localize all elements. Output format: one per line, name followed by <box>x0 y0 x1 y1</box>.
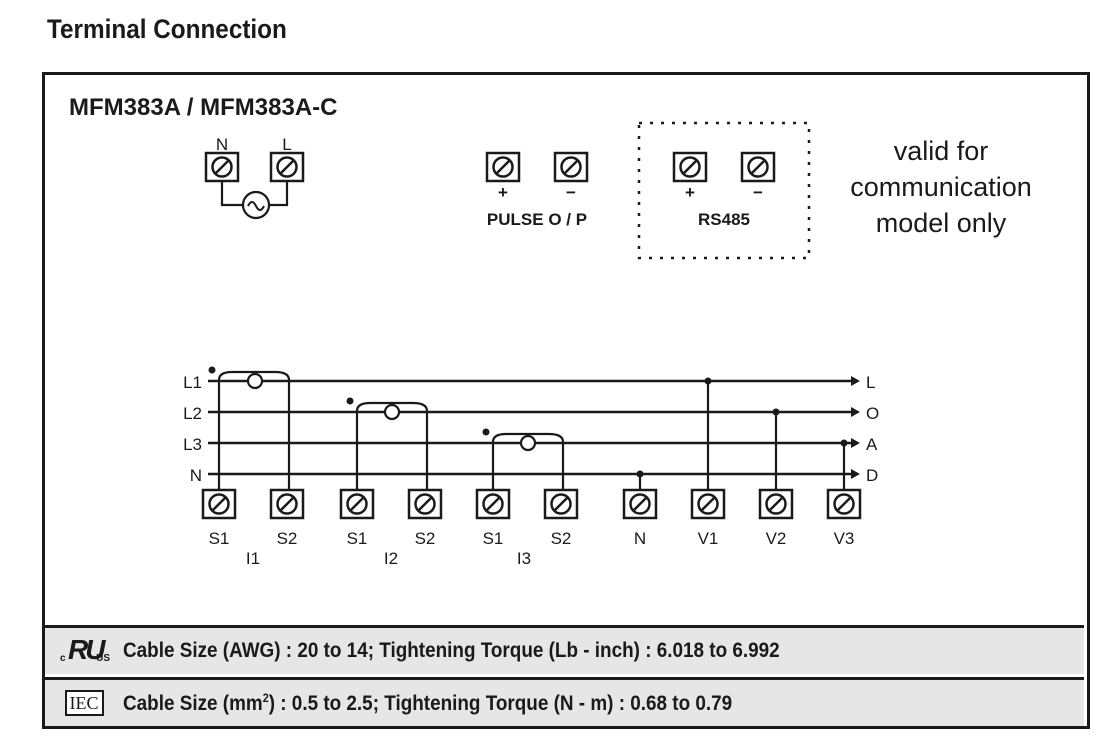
page-title: Terminal Connection <box>47 14 287 44</box>
terminal-label: S2 <box>415 529 436 548</box>
supply-n-terminal <box>204 151 240 183</box>
current-transformer-i3 <box>491 432 565 489</box>
note-line-1: valid for <box>894 136 989 166</box>
supply-n-label: N <box>216 135 228 154</box>
polarity-dot-i3 <box>482 428 490 436</box>
terminal-i3-s1 <box>475 488 511 520</box>
load-d-label: D <box>866 466 878 485</box>
terminal-label: S2 <box>551 529 572 548</box>
junction-dots <box>636 377 848 478</box>
pulse-plus-terminal <box>485 151 521 183</box>
polarity-dot-i2 <box>346 397 354 405</box>
terminal-label: S1 <box>209 529 230 548</box>
terminal-i1-s1 <box>201 488 237 520</box>
note-line-2: communication <box>850 172 1032 202</box>
supply-wire <box>220 181 289 207</box>
pulse-minus-terminal <box>553 151 589 183</box>
rs485-minus-label: − <box>753 183 763 202</box>
terminal-label: V2 <box>766 529 787 548</box>
current-transformer-i2 <box>355 401 429 489</box>
pulse-output-label: PULSE O / P <box>487 210 587 229</box>
load-a-label: A <box>866 435 878 454</box>
terminal-i1-s2 <box>269 488 305 520</box>
pulse-minus-label: − <box>566 183 576 202</box>
iec-logo: IEC <box>45 680 123 726</box>
terminal-i2-s2 <box>407 488 443 520</box>
line-l1-label: L1 <box>183 373 202 392</box>
polarity-dot-i1 <box>208 366 216 374</box>
bus-lines <box>208 379 855 476</box>
group-label-i3: I3 <box>517 549 531 568</box>
terminal-i2-s1 <box>339 488 375 520</box>
line-l2-label: L2 <box>183 404 202 423</box>
terminal-label: S1 <box>483 529 504 548</box>
sine-wave-icon <box>247 201 265 211</box>
arrow-heads <box>851 376 860 479</box>
terminal-v2 <box>758 488 794 520</box>
supply-l-label: L <box>282 135 291 154</box>
rs485-label: RS485 <box>698 210 750 229</box>
terminal-label: S1 <box>347 529 368 548</box>
current-transformer-i1 <box>217 370 291 489</box>
terminal-label: V1 <box>698 529 719 548</box>
rs485-minus-terminal <box>740 151 776 183</box>
pulse-plus-label: + <box>498 183 508 202</box>
rs485-dashed-box <box>637 121 811 260</box>
load-l-label: L <box>866 373 875 392</box>
terminal-label: S2 <box>277 529 298 548</box>
group-label-i1: I1 <box>246 549 260 568</box>
model-title: MFM383A / MFM383A-C <box>69 94 337 121</box>
iec-spec-row: IEC Cable Size (mm2) : 0.5 to 2.5; Tight… <box>45 677 1084 729</box>
terminal-label: N <box>634 529 646 548</box>
ul-listed-logo: c RU US <box>60 634 110 665</box>
note-line-3: model only <box>876 208 1007 238</box>
line-l3-label: L3 <box>183 435 202 454</box>
terminal-v3 <box>826 488 862 520</box>
terminal-n <box>622 488 658 520</box>
line-n-label: N <box>190 466 202 485</box>
group-label-i2: I2 <box>384 549 398 568</box>
load-o-label: O <box>866 404 879 423</box>
terminal-v1 <box>690 488 726 520</box>
ul-spec-text: Cable Size (AWG) : 20 to 14; Tightening … <box>123 639 780 662</box>
rs485-plus-terminal <box>672 151 708 183</box>
terminal-label: V3 <box>834 529 855 548</box>
ul-spec-row: c RU US Cable Size (AWG) : 20 to 14; Tig… <box>45 625 1084 674</box>
supply-l-terminal <box>269 151 305 183</box>
terminal-i3-s2 <box>543 488 579 520</box>
iec-spec-text: Cable Size (mm2) : 0.5 to 2.5; Tightenin… <box>123 690 733 715</box>
rs485-plus-label: + <box>685 183 695 202</box>
